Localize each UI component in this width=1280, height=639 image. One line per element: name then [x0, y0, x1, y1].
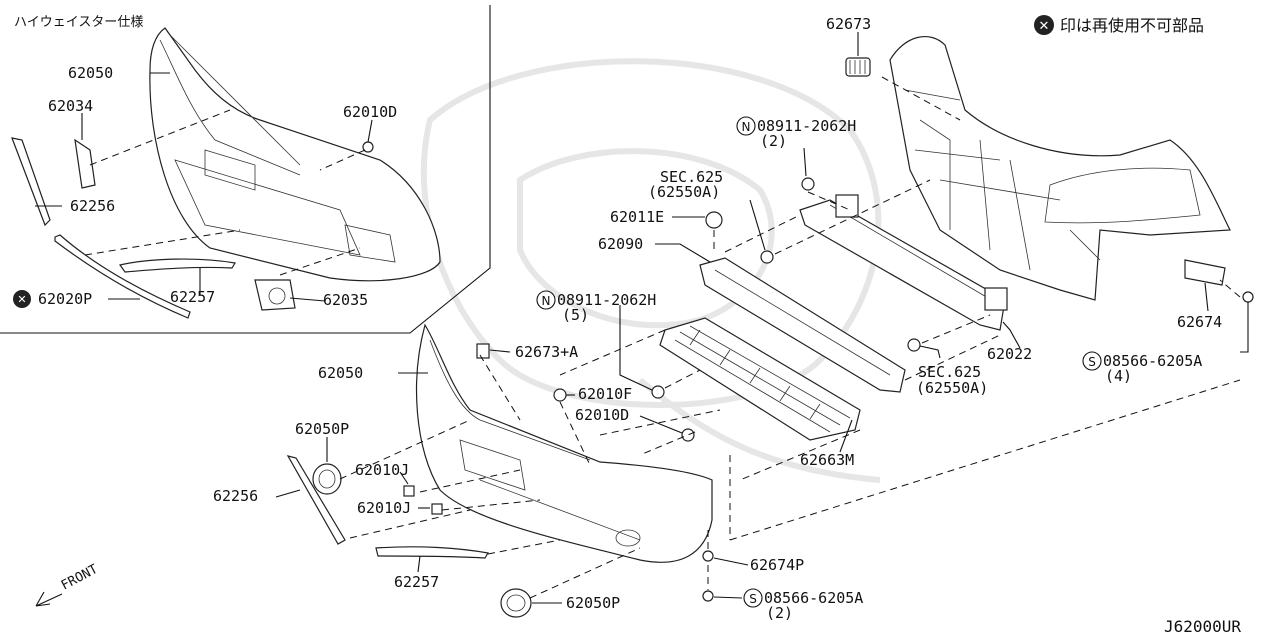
bracket-62674[interactable]	[1184, 259, 1226, 286]
label-08911-mid-qty: (5)	[562, 306, 589, 324]
inset-bumper-fascia[interactable]	[149, 27, 441, 282]
label-62256-inset: 62256	[70, 197, 115, 215]
inset-fog-cover-62035[interactable]	[254, 279, 296, 311]
bolt-sec625-b[interactable]	[907, 338, 921, 352]
label-62663M: 62663M	[800, 451, 854, 469]
inset-panel: ハイウェイスター仕様	[0, 5, 491, 334]
inset-garnish-left[interactable]	[11, 137, 51, 227]
clip-62010J-a[interactable]	[403, 485, 415, 497]
svg-text:N: N	[742, 120, 751, 134]
radiator-core-support[interactable]	[889, 36, 1231, 301]
label-62010F: 62010F	[578, 385, 632, 403]
label-08566-right-qty: (4)	[1105, 367, 1132, 385]
label-62050P-upper: 62050P	[295, 420, 349, 438]
label-62090: 62090	[598, 235, 643, 253]
front-label: FRONT	[59, 562, 101, 594]
clip-62010F[interactable]	[553, 388, 567, 402]
label-08911-mid-group: N 08911-2062H (5)	[536, 290, 656, 324]
s-circle-icon	[1082, 351, 1102, 371]
label-62673: 62673	[826, 15, 871, 33]
bolt-sec625-a[interactable]	[760, 250, 774, 264]
clip-62010D-main[interactable]	[681, 428, 695, 442]
legend: ✕ 印は再使用不可部品	[1034, 15, 1204, 35]
label-62010J-b: 62010J	[357, 499, 411, 517]
fog-ring-62050P-upper[interactable]	[312, 463, 342, 495]
garnish-62256-main[interactable]	[286, 455, 346, 545]
svg-text:✕: ✕	[17, 293, 26, 306]
label-62010D-main: 62010D	[575, 406, 629, 424]
legend-text: 印は再使用不可部品	[1060, 16, 1204, 35]
grille-62663M[interactable]	[659, 317, 861, 441]
label-62257-main: 62257	[394, 573, 439, 591]
label-08566-right-group: S 08566-6205A (4)	[1082, 351, 1202, 385]
assembly-guide-lines	[339, 76, 1241, 599]
diagram-code: J62000UR	[1164, 617, 1241, 636]
fog-ring-62050P-lower[interactable]	[500, 588, 532, 618]
clip-62010J-b[interactable]	[431, 503, 443, 515]
lip-62257-main[interactable]	[375, 546, 489, 559]
label-62010J-a: 62010J	[355, 461, 409, 479]
label-08911-mid: 08911-2062H	[557, 291, 656, 309]
label-08911-top: 08911-2062H	[757, 117, 856, 135]
bolt-08911-top[interactable]	[801, 177, 815, 191]
inset-bracket-62034[interactable]	[74, 138, 96, 189]
x-circle-icon	[1034, 15, 1054, 35]
label-08566-right: 08566-6205A	[1103, 352, 1202, 370]
n-circle-icon	[536, 290, 556, 310]
svg-text:S: S	[1088, 355, 1096, 369]
inset-title: ハイウェイスター仕様	[14, 15, 143, 30]
label-62256-main: 62256	[213, 487, 258, 505]
label-08566-lower-group: S 08566-6205A (2)	[743, 588, 863, 622]
leader-lines	[275, 32, 1249, 604]
label-62020P-group: ✕ 62020P	[13, 290, 92, 308]
sensor-62673[interactable]	[845, 57, 871, 77]
label-08566-lower-qty: (2)	[766, 604, 793, 622]
label-62034: 62034	[48, 97, 93, 115]
clip-62011E[interactable]	[705, 211, 723, 229]
screw-08566-lower[interactable]	[702, 590, 714, 602]
bolt-62674P[interactable]	[702, 550, 714, 562]
label-62674: 62674	[1177, 313, 1222, 331]
label-62022: 62022	[987, 345, 1032, 363]
label-sec625-a-sub: (62550A)	[648, 183, 720, 201]
label-08911-top-group: N 08911-2062H (2)	[736, 116, 856, 150]
bracket-62673A[interactable]	[476, 343, 490, 359]
reinforcement-62022[interactable]	[799, 194, 1008, 331]
s-circle-icon	[743, 588, 763, 608]
svg-text:N: N	[542, 294, 551, 308]
n-circle-icon	[736, 116, 756, 136]
inset-moulding-62020P[interactable]	[54, 234, 191, 319]
energy-absorber-62090[interactable]	[699, 257, 906, 393]
nut-08911-mid[interactable]	[651, 385, 665, 399]
label-sec625-a: SEC.625	[660, 168, 723, 186]
front-bumper-fascia[interactable]	[415, 323, 713, 563]
label-62050P-lower: 62050P	[566, 594, 620, 612]
label-sec625-b: SEC.625	[918, 363, 981, 381]
label-62011E: 62011E	[610, 208, 664, 226]
label-08566-lower: 08566-6205A	[764, 589, 863, 607]
svg-text:S: S	[749, 592, 757, 606]
label-sec625-b-sub: (62550A)	[916, 379, 988, 397]
label-62050-inset: 62050	[68, 64, 113, 82]
label-62010D-inset: 62010D	[343, 103, 397, 121]
inset-lip-62257[interactable]	[118, 258, 236, 273]
front-arrow: FRONT	[35, 562, 101, 607]
label-62035: 62035	[323, 291, 368, 309]
label-62257-inset: 62257	[170, 288, 215, 306]
label-62673A: 62673+A	[515, 343, 578, 361]
label-62020P: 62020P	[38, 290, 92, 308]
svg-text:✕: ✕	[1039, 19, 1050, 34]
label-62674P: 62674P	[750, 556, 804, 574]
screw-08566-right[interactable]	[1242, 291, 1254, 303]
label-08911-top-qty: (2)	[760, 132, 787, 150]
x-circle-icon	[13, 290, 31, 308]
label-62050-main: 62050	[318, 364, 363, 382]
